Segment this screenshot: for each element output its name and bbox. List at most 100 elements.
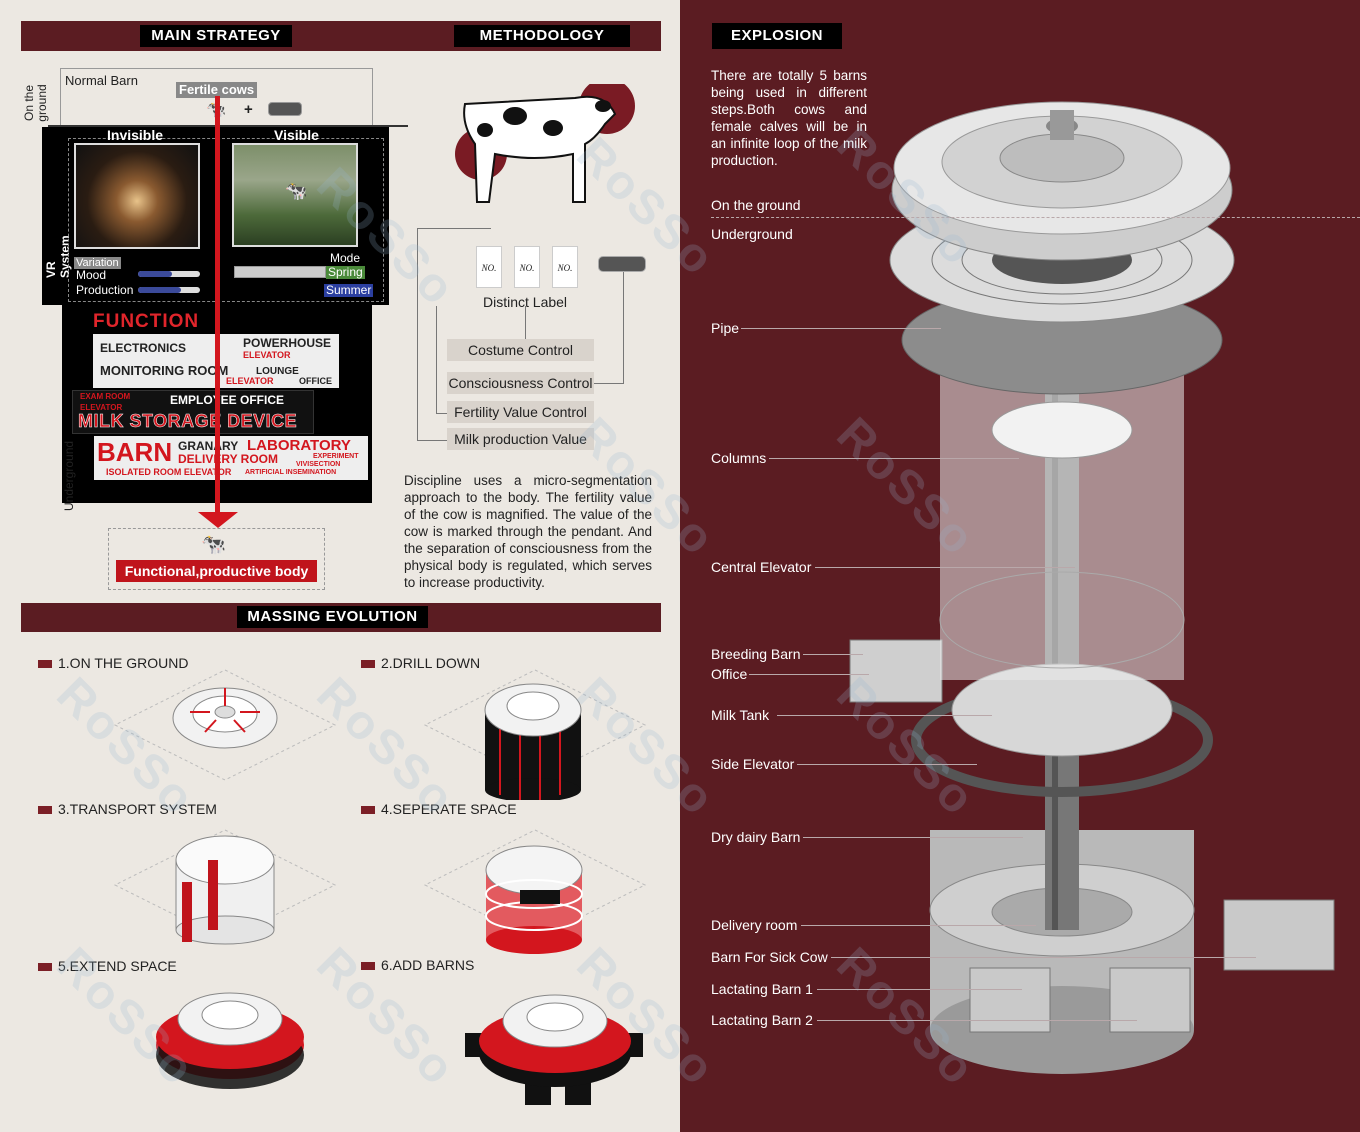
label-central-elevator: Central Elevator <box>711 559 812 575</box>
f-elevator2: ELEVATOR <box>226 376 274 386</box>
f-laboratory: LABORATORY <box>247 437 351 454</box>
connector-left-outer <box>417 228 418 440</box>
distinct-label-text: Distinct Label <box>483 294 568 310</box>
label-breeding-barn: Breeding Barn <box>711 646 801 662</box>
left-panel: MAIN STRATEGY METHODOLOGY On the ground … <box>21 21 661 1105</box>
vr-dashed-frame <box>68 138 384 302</box>
f-exam: EXAM ROOM <box>80 392 131 401</box>
vr-system-label: VR System <box>44 235 72 278</box>
variation-label: Variation <box>74 257 121 269</box>
methodology-paragraph: Discipline uses a micro-segmentation app… <box>404 473 652 590</box>
f-powerhouse: POWERHOUSE <box>243 336 332 350</box>
on-ground-label: On the ground <box>22 84 49 122</box>
function-block-middle <box>72 390 314 434</box>
label-lactating-barn-2: Lactating Barn 2 <box>711 1012 813 1028</box>
mode-label: Mode <box>330 251 361 265</box>
evo-drawing-1 <box>113 669 337 781</box>
evo-step-5: 5.EXTEND SPACE <box>38 958 177 974</box>
explosion-intro: There are totally 5 barns being used in … <box>711 68 867 168</box>
production-slider[interactable] <box>138 287 200 293</box>
leader-columns <box>769 458 1019 459</box>
exploded-tower-drawing <box>849 101 1335 1074</box>
leader-office <box>749 674 869 675</box>
evo-marker-3 <box>38 806 52 815</box>
f-granary: GRANARY <box>178 439 239 453</box>
evo-marker-1 <box>38 660 52 669</box>
methodology-title: METHODOLOGY <box>454 25 630 47</box>
f-isolated: ISOLATED ROOM ELEVATOR <box>106 467 232 477</box>
fertile-cows-label: Fertile cows <box>176 82 258 98</box>
evo-drawing-3 <box>113 829 337 945</box>
f-lounge: LOUNGE <box>256 366 299 377</box>
control-costume: Costume Control <box>447 339 594 361</box>
f-delivery: DELIVERY ROOM <box>178 452 279 466</box>
flow-arrow-line <box>215 96 220 514</box>
label-lactating-barn-1: Lactating Barn 1 <box>711 981 813 997</box>
main-strategy-title: MAIN STRATEGY <box>140 25 292 47</box>
label-milk-tank: Milk Tank <box>711 707 770 723</box>
leader-pipe <box>741 328 941 329</box>
f-experiment: EXPERIMENT <box>313 453 359 460</box>
label-delivery-room: Delivery room <box>711 917 798 933</box>
evo-marker-6 <box>361 962 375 971</box>
leader-delivery-room <box>801 925 1036 926</box>
function-block-lower <box>94 436 368 480</box>
summer-label[interactable]: Summer <box>324 283 374 297</box>
right-panel: EXPLOSION There are totally 5 barns bein… <box>680 0 1360 1132</box>
evo-drawing-6 <box>465 994 643 1105</box>
invisible-photo <box>74 143 200 249</box>
evo-marker-2 <box>361 660 375 669</box>
spring-label[interactable]: Spring <box>326 265 365 279</box>
mode-thumbnails[interactable] <box>234 266 326 278</box>
visible-photo <box>232 143 358 247</box>
connector-left-inner <box>436 306 437 414</box>
f-vivisection: VIVISECTION <box>296 461 341 468</box>
connector-right <box>623 272 624 384</box>
methodology-vr-icon <box>598 256 646 272</box>
f-monitoring: MONITORING ROOM <box>100 363 229 378</box>
label-side-elevator: Side Elevator <box>711 756 795 772</box>
connector-bottom-outer <box>417 440 447 441</box>
production-label: Production <box>76 283 134 297</box>
label-on-ground: On the ground <box>711 197 801 213</box>
result-label: Functional,productive body <box>116 560 317 582</box>
cow-illustration <box>455 84 635 203</box>
leader-lactating-barn-1 <box>817 989 1022 990</box>
massing-evolution-title: MASSING EVOLUTION <box>237 606 428 628</box>
label-tag-2: NO. <box>514 246 540 288</box>
f-employee: EMPLOYEE OFFICE <box>170 393 285 407</box>
vr-headset-icon <box>268 102 302 116</box>
leader-milk-tank <box>777 715 992 716</box>
evo-marker-4 <box>361 806 375 815</box>
leader-side-elevator <box>797 764 977 765</box>
label-underground: Underground <box>711 226 793 242</box>
evo-step-6: 6.ADD BARNS <box>361 957 474 973</box>
leader-dry-dairy-barn <box>803 837 1023 838</box>
connector-inner-bottom <box>436 413 447 414</box>
label-columns: Columns <box>711 450 767 466</box>
label-sick-cow-barn: Barn For Sick Cow <box>711 949 828 965</box>
f-ai: ARTIFICIAL INSEMINATION <box>245 469 337 476</box>
mood-slider-fill <box>138 271 173 277</box>
connector-label-down <box>525 306 526 339</box>
leader-central-elevator <box>815 567 1075 568</box>
function-title: FUNCTION <box>93 311 200 332</box>
evo-step-1: 1.ON THE GROUND <box>38 655 188 671</box>
connector-top-outer <box>417 228 491 229</box>
label-dry-dairy-barn: Dry dairy Barn <box>711 829 801 845</box>
leader-breeding-barn <box>803 654 863 655</box>
f-milk-storage: MILK STORAGE DEVICE <box>78 411 298 432</box>
connector-right-bottom <box>594 383 624 384</box>
evo-step-2: 2.DRILL DOWN <box>361 655 480 671</box>
evo-step-4: 4.SEPERATE SPACE <box>361 801 517 817</box>
invisible-label: Invisible <box>107 127 164 143</box>
evo-drawing-2 <box>423 669 647 800</box>
mood-slider[interactable] <box>138 271 200 277</box>
result-cow-icon: 🐄 <box>201 534 226 556</box>
result-box <box>108 528 325 590</box>
on-ground-label-wrap: On the ground <box>22 70 49 126</box>
control-fertility: Fertility Value Control <box>447 401 594 423</box>
control-consciousness: Consciousness Control <box>447 372 594 394</box>
evo-marker-5 <box>38 963 52 972</box>
evo-drawing-5 <box>156 992 304 1089</box>
